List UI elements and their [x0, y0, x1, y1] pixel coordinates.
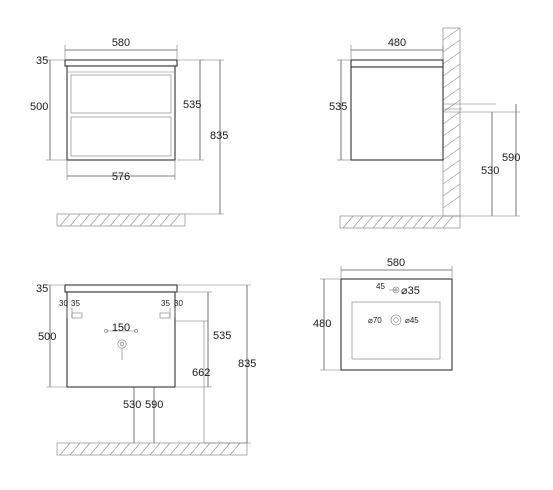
back-top-thickness-label: 35 [36, 283, 48, 295]
top-drain-45-label: ⌀45 [405, 316, 419, 325]
side-drain-590-label: 590 [502, 152, 520, 164]
top-depth-label: 480 [313, 318, 331, 330]
side-view: 480 535 530 590 [329, 27, 520, 229]
back-left-30-label: 30 [59, 299, 68, 308]
back-total-height-label: 835 [238, 358, 256, 370]
cabinet-back [64, 284, 178, 388]
front-width-top-label: 580 [112, 37, 130, 49]
back-590-label: 590 [145, 399, 163, 411]
cabinet-front [64, 59, 178, 161]
back-left-35-label: 35 [71, 299, 80, 308]
side-body-height-label: 535 [329, 101, 347, 113]
back-pipe-height-label: 662 [192, 367, 210, 379]
side-depth-label: 480 [388, 37, 406, 49]
front-top-thickness-label: 35 [36, 55, 48, 67]
cabinet-side [350, 59, 444, 161]
front-view: 580 35 500 535 835 576 [30, 37, 228, 227]
back-body-height-label: 535 [213, 330, 231, 342]
top-bowl-70-label: ⌀70 [368, 316, 382, 325]
floor-hatch-side [339, 215, 461, 229]
back-drawer-height-label: 500 [38, 331, 56, 343]
floor-hatch-front [56, 213, 186, 227]
back-hole-spacing-label: 150 [112, 322, 130, 334]
front-total-height-label: 835 [210, 130, 228, 142]
back-view: 30 35 35 30 150 35 500 530 590 535 662 [36, 283, 256, 456]
top-tap-hole-label: ⌀35 [401, 285, 420, 297]
wall-hatch [442, 27, 461, 217]
side-drain-530-label: 530 [481, 165, 499, 177]
front-width-bottom-label: 576 [112, 171, 130, 183]
top-offset-45-label: 45 [376, 282, 385, 291]
back-right-35-label: 35 [161, 299, 170, 308]
front-body-height-label: 535 [183, 99, 201, 111]
floor-hatch-back [56, 442, 248, 456]
basin-outline [340, 278, 453, 371]
basin-bowl [351, 301, 441, 360]
drain-hole [390, 314, 402, 326]
top-width-label: 580 [387, 257, 405, 269]
back-530-label: 530 [123, 399, 141, 411]
top-view: 45 ⌀35 ⌀70 ⌀45 580 480 [313, 257, 453, 371]
back-right-30-label: 30 [174, 299, 183, 308]
front-drawer-height-label: 500 [30, 101, 48, 113]
